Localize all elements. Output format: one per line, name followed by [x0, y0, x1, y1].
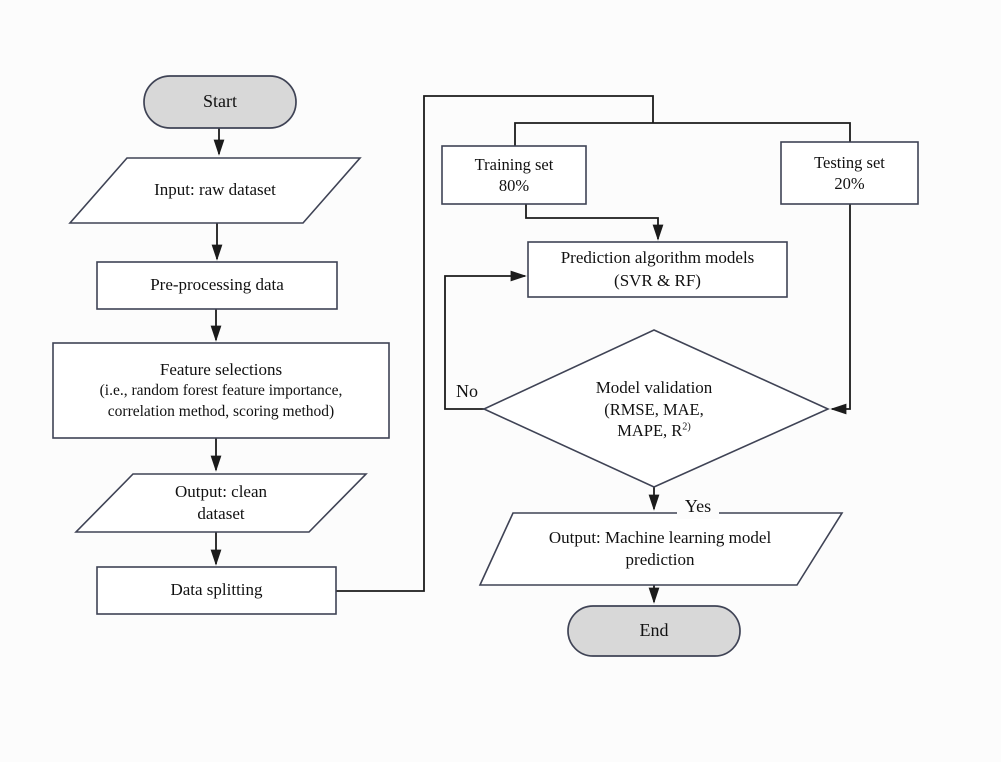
edge-splitting-to-split-bar — [336, 95, 654, 592]
output-clean-parallelogram — [74, 473, 368, 533]
no-branch-label: No — [448, 378, 486, 404]
edge-split-bar-to-train-test — [514, 122, 851, 146]
feature-selections-rect — [52, 342, 390, 439]
edge-testing-to-validation — [830, 204, 851, 415]
yes-branch-label: Yes — [677, 494, 719, 519]
end-terminator-shape — [567, 605, 741, 657]
training-set-rect — [441, 145, 587, 205]
edge-validation-no-to-prediction — [444, 270, 527, 410]
start-terminator-shape — [143, 75, 297, 129]
edge-training-to-prediction — [525, 204, 664, 241]
input-raw-dataset-parallelogram — [68, 157, 362, 224]
testing-set-rect — [780, 141, 919, 205]
data-splitting-rect — [96, 566, 337, 615]
preprocessing-rect — [96, 261, 338, 310]
prediction-models-rect — [527, 241, 788, 298]
model-validation-diamond — [482, 329, 830, 488]
output-prediction-parallelogram — [478, 512, 844, 586]
